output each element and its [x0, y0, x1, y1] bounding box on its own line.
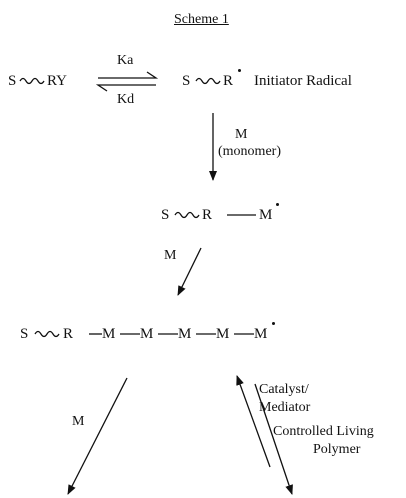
- stage1-left-RY: RY: [47, 73, 68, 89]
- squiggle-bond-2: [195, 77, 221, 85]
- stage1-right-S: S: [182, 73, 191, 89]
- stage3-R: R: [63, 326, 74, 342]
- squiggle-bond-4: [34, 330, 60, 338]
- polymer-label: Polymer: [313, 442, 361, 457]
- stage3-M-2: M: [140, 326, 154, 342]
- forward-rate-label: Ka: [117, 53, 134, 68]
- catalyst-label: Catalyst/: [259, 382, 309, 397]
- stage3-M-4: M: [216, 326, 230, 342]
- monomer-label-text: (monomer): [218, 144, 281, 159]
- monomer-label-M: M: [235, 127, 248, 142]
- stage2-S: S: [161, 207, 170, 223]
- radical-dot: [238, 69, 241, 72]
- scheme-title: Scheme 1: [174, 12, 229, 27]
- reverse-rate-label: Kd: [117, 92, 135, 107]
- squiggle-bond-3: [174, 211, 200, 219]
- propagation-arrow: [177, 247, 202, 296]
- initiator-radical-label: Initiator Radical: [254, 73, 352, 89]
- stage2-R: R: [202, 207, 213, 223]
- propagation-label: M: [164, 248, 177, 263]
- stage1-left-S: S: [8, 73, 17, 89]
- squiggle-bond-1: [19, 77, 45, 85]
- branch-right-reverse-arrow: [236, 375, 271, 468]
- stage3-S: S: [20, 326, 29, 342]
- stage2-M: M: [259, 207, 273, 223]
- stage1-right-R: R: [223, 73, 234, 89]
- stage3-M-1: M: [102, 326, 116, 342]
- branch-left-label: M: [72, 414, 85, 429]
- radical-dot: [272, 322, 275, 325]
- forward-harpoon: [98, 71, 159, 79]
- mediator-label: Mediator: [259, 400, 311, 415]
- controlled-living-label: Controlled Living: [273, 424, 374, 439]
- stage3-M-5: M: [254, 326, 268, 342]
- branch-right-arrow: [254, 383, 293, 495]
- branch-left-arrow: [67, 377, 128, 495]
- radical-dot: [276, 203, 279, 206]
- stage3-M-3: M: [178, 326, 192, 342]
- reverse-harpoon: [95, 84, 156, 92]
